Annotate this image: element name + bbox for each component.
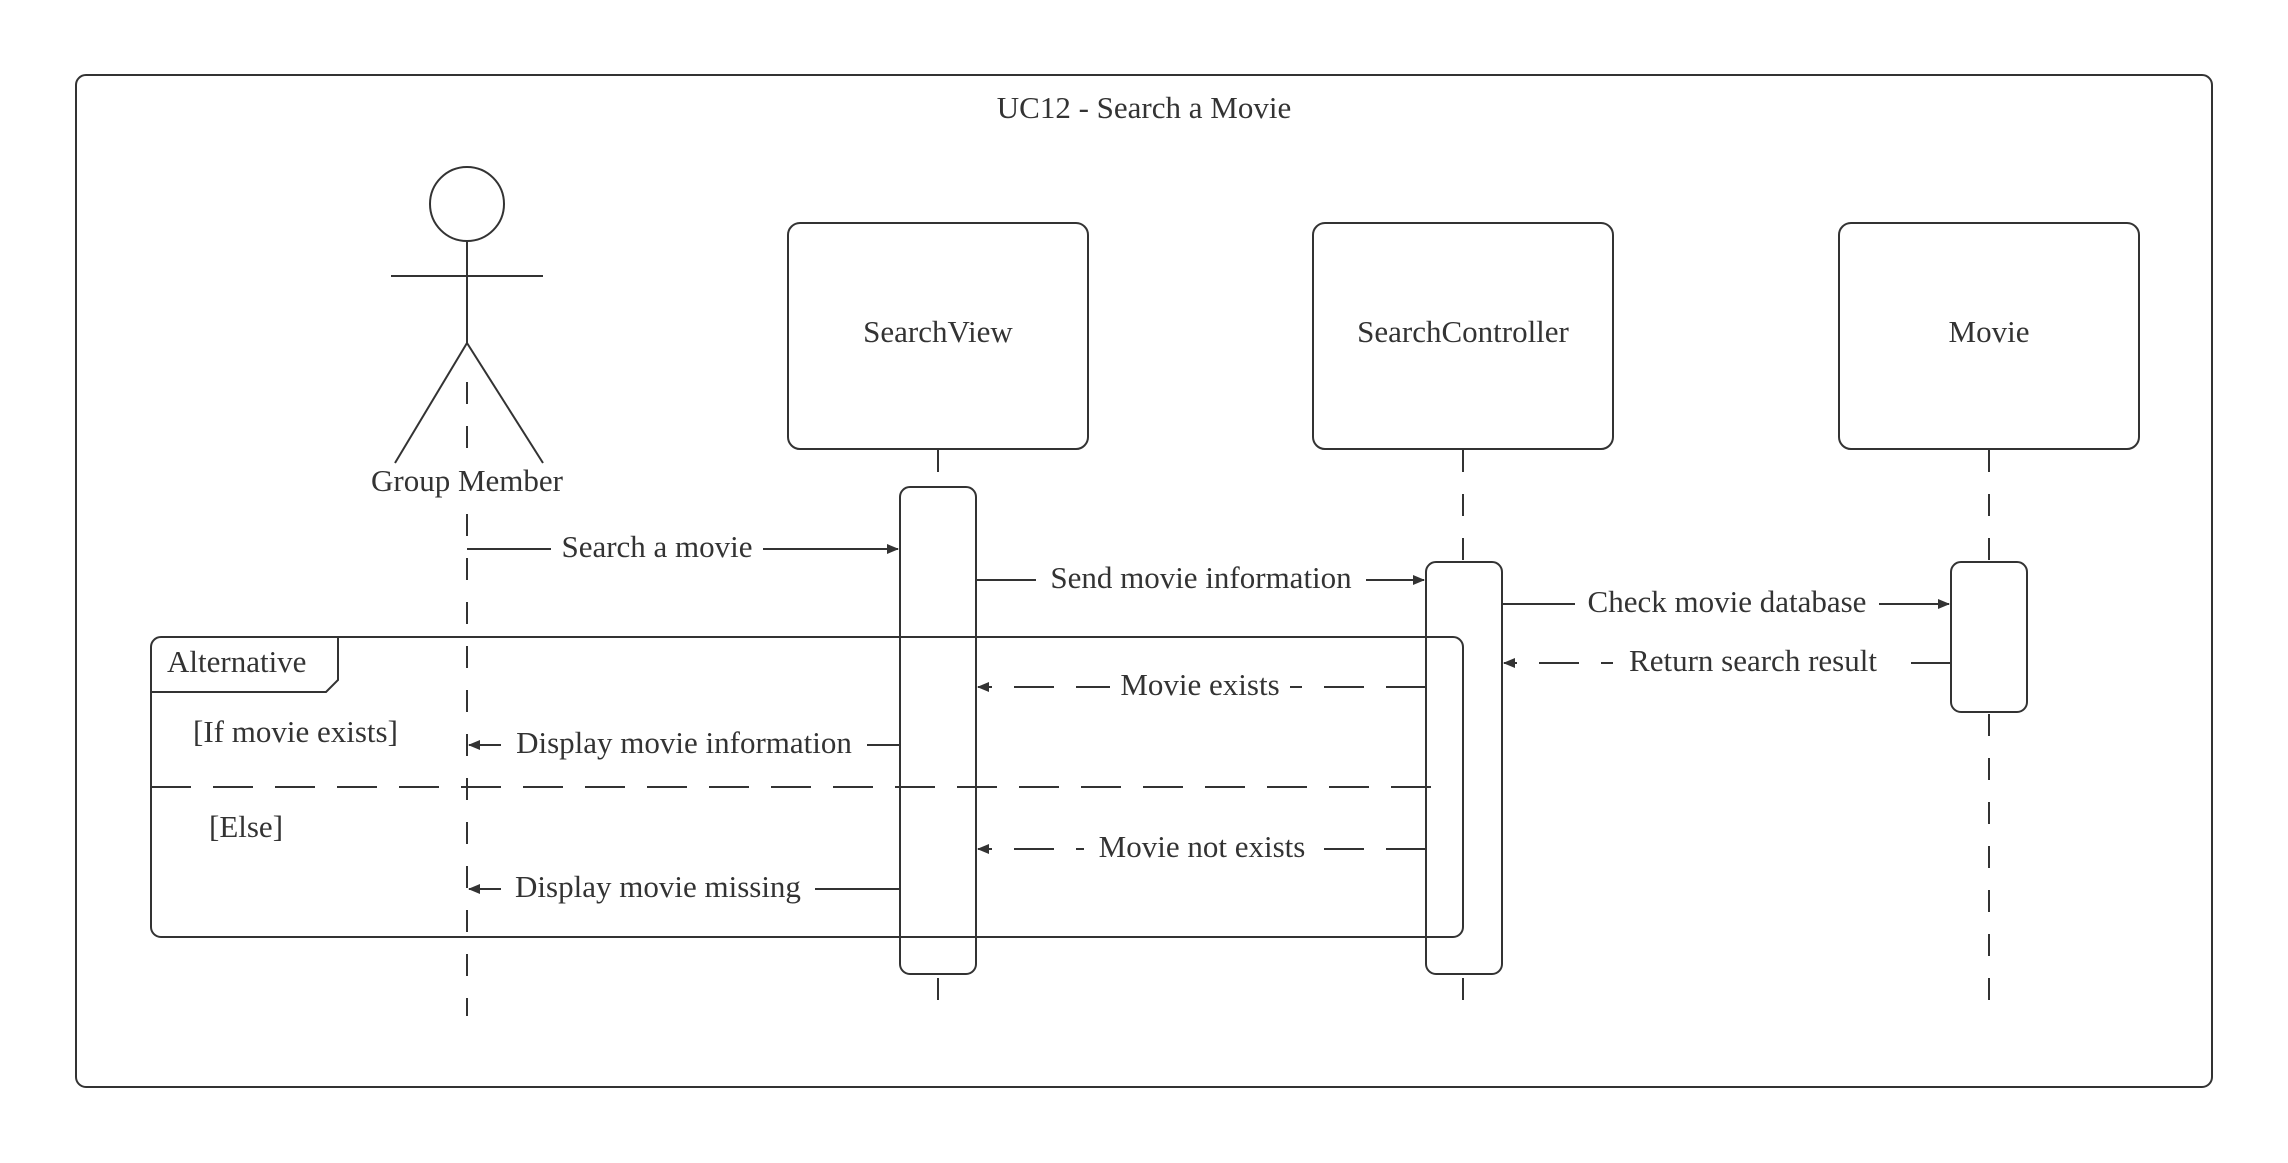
msg-display-missing: Display movie missing: [515, 869, 801, 904]
participant-movie: Movie: [1838, 222, 2140, 450]
actor-left-leg: [394, 342, 468, 464]
msg-movie-not-exists: Movie not exists: [1099, 829, 1306, 864]
guard-else: [Else]: [209, 809, 283, 844]
activation-searchview: [899, 486, 977, 975]
msg-send-movie-info: Send movie information: [1050, 560, 1352, 595]
participant-label: Movie: [1949, 314, 2030, 349]
msg-return-result: Return search result: [1629, 643, 1877, 678]
msg-search-a-movie: Search a movie: [561, 529, 752, 564]
fragment-operator-tab: [151, 637, 339, 693]
actor-right-leg: [466, 342, 544, 464]
msg-movie-exists: Movie exists: [1120, 667, 1279, 702]
participant-box: [1312, 222, 1614, 450]
activation-movie: [1950, 561, 2028, 713]
msg-display-info: Display movie information: [516, 725, 852, 760]
msg-check-db: Check movie database: [1588, 584, 1867, 619]
diagram-frame: [75, 74, 2213, 1088]
participant-box: [1838, 222, 2140, 450]
fragment-operator: Alternative: [167, 644, 306, 679]
diagram-title: UC12 - Search a Movie: [997, 90, 1291, 125]
alt-fragment: Alternative [If movie exists] [Else]: [150, 636, 1464, 938]
participant-label: SearchView: [863, 314, 1013, 349]
actor-label: Group Member: [371, 463, 564, 498]
actor-group-member: [391, 166, 544, 464]
guard-if-exists: [If movie exists]: [193, 714, 398, 749]
actor-head: [429, 166, 505, 242]
participant-searchcontroller: SearchController: [1312, 222, 1614, 450]
participant-box: [787, 222, 1089, 450]
participant-label: SearchController: [1357, 314, 1569, 349]
participant-searchview: SearchView: [787, 222, 1089, 450]
